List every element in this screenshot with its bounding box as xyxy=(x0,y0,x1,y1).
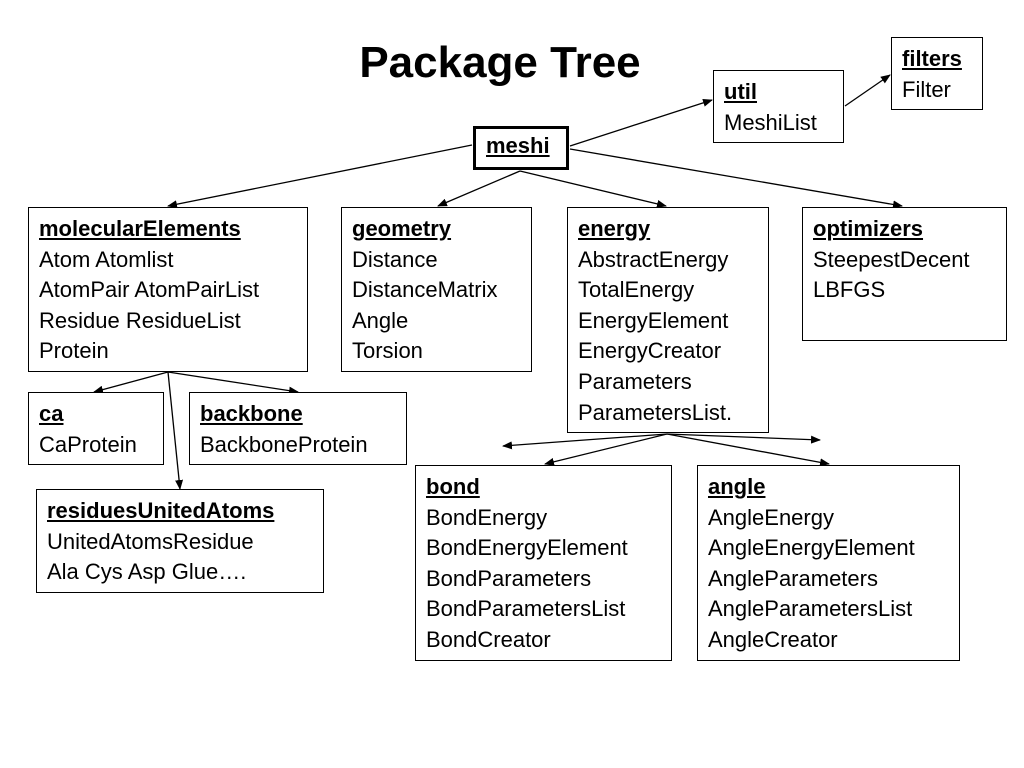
package-name: backbone xyxy=(200,401,303,426)
class-name: LBFGS xyxy=(813,277,886,303)
class-name: BondParameters xyxy=(426,565,592,591)
class-name: TotalEnergy xyxy=(578,277,695,303)
class-name: Atom Atomlist xyxy=(39,246,174,272)
package-box-meshi: meshi xyxy=(473,126,569,170)
package-box-energy: energy AbstractEnergy TotalEnergy Energy… xyxy=(567,207,769,433)
class-name: BondEnergyElement xyxy=(426,535,628,561)
class-name: Angle xyxy=(352,307,409,333)
class-name: EnergyElement xyxy=(578,307,729,333)
package-box-molecularelements: molecularElements Atom Atomlist AtomPair… xyxy=(28,207,308,372)
package-name: angle xyxy=(708,474,766,499)
class-name: SteepestDecent xyxy=(813,246,970,272)
class-name: AngleEnergyElement xyxy=(708,535,915,561)
dependency-arrow-energy-to-bond xyxy=(544,433,668,466)
package-name: filters xyxy=(902,46,962,71)
dependency-arrow-molecularelements-to-backbone xyxy=(167,371,299,395)
page-title: Package Tree xyxy=(359,38,641,87)
package-name: residuesUnitedAtoms xyxy=(47,498,275,523)
package-name: optimizers xyxy=(813,216,924,241)
class-name: MeshiList xyxy=(724,109,817,135)
class-name: AbstractEnergy xyxy=(578,246,729,272)
package-box-filters: filters Filter xyxy=(891,37,983,110)
class-name: AngleEnergy xyxy=(708,504,834,530)
package-box-optimizers: optimizers SteepestDecent LBFGS xyxy=(802,207,1007,341)
dependency-arrow-meshi-to-molecularelements xyxy=(167,144,473,209)
dependency-arrow-molecularelements-to-ca xyxy=(93,371,169,394)
class-name: Residue ResidueList xyxy=(39,307,241,333)
package-name: molecularElements xyxy=(39,216,241,241)
dependency-arrow-molecularelements-to-residuesunitedatoms xyxy=(167,371,184,490)
class-name: BondParametersList xyxy=(426,596,626,622)
dependency-arrow-meshi-to-util xyxy=(569,98,713,147)
package-box-geometry: geometry Distance DistanceMatrix Angle T… xyxy=(341,207,532,372)
class-name: CaProtein xyxy=(39,431,137,457)
class-name: EnergyCreator xyxy=(578,338,722,364)
dependency-arrow-energy-to-angle xyxy=(666,433,830,467)
dependency-arrow-util-to-filters xyxy=(844,74,891,107)
dependency-arrow-meshi-to-geometry xyxy=(437,170,521,207)
package-name: meshi xyxy=(486,133,550,158)
package-box-residuesunitedatoms: residuesUnitedAtoms UnitedAtomsResidue A… xyxy=(36,489,324,593)
class-name: Filter xyxy=(902,76,951,102)
package-name: energy xyxy=(578,216,651,241)
package-box-ca: ca CaProtein xyxy=(28,392,164,465)
dependency-arrow-meshi-to-energy xyxy=(519,170,667,208)
class-name: Protein xyxy=(39,338,109,364)
class-name: BondEnergy xyxy=(426,504,548,530)
package-name: util xyxy=(724,79,757,104)
class-name: Ala Cys Asp Glue…. xyxy=(47,559,247,585)
class-name: Torsion xyxy=(352,338,423,364)
energy-subpackage-arrow-2 xyxy=(666,433,821,444)
package-box-backbone: backbone BackboneProtein xyxy=(189,392,407,465)
class-name: DistanceMatrix xyxy=(352,277,498,303)
class-name: UnitedAtomsResidue xyxy=(47,528,254,554)
package-name: ca xyxy=(39,401,64,426)
package-name: bond xyxy=(426,474,480,499)
class-name: BondCreator xyxy=(426,626,551,652)
energy-subpackage-arrow-1 xyxy=(502,433,668,450)
class-name: AngleCreator xyxy=(708,626,838,652)
class-name: AngleParameters xyxy=(708,565,878,591)
class-name: Parameters xyxy=(578,368,692,394)
class-name: ParametersList. xyxy=(578,399,733,425)
package-box-angle: angle AngleEnergy AngleEnergyElement Ang… xyxy=(697,465,960,661)
package-name: geometry xyxy=(352,216,452,241)
dependency-arrow-meshi-to-optimizers xyxy=(569,148,903,209)
class-name: AtomPair AtomPairList xyxy=(39,277,260,303)
package-box-bond: bond BondEnergy BondEnergyElement BondPa… xyxy=(415,465,672,661)
class-name: AngleParametersList xyxy=(708,596,913,622)
package-box-util: util MeshiList xyxy=(713,70,844,143)
class-name: Distance xyxy=(352,246,438,272)
class-name: BackboneProtein xyxy=(200,431,368,457)
